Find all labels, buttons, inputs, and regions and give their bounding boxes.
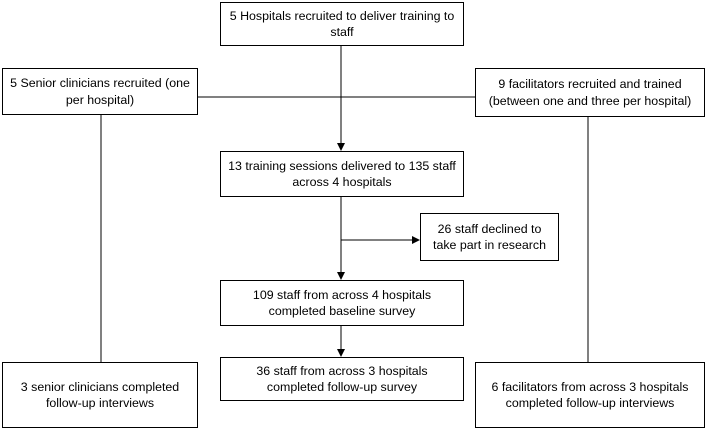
facilitator-interviews-box: 6 facilitators from across 3 hospitals c… bbox=[475, 362, 705, 428]
clinician-interviews-text: 3 senior clinicians completed follow-up … bbox=[20, 379, 180, 410]
facilitators-recruited-text: 9 facilitators recruited and trained (be… bbox=[488, 77, 692, 108]
facilitators-recruited-box: 9 facilitators recruited and trained (be… bbox=[475, 68, 705, 117]
hospitals-recruited-text: 5 Hospitals recruited to deliver trainin… bbox=[229, 8, 455, 39]
senior-clinicians-recruited-box: 5 Senior clinicians recruited (one per h… bbox=[2, 68, 198, 115]
baseline-survey-box: 109 staff from across 4 hospitals comple… bbox=[220, 280, 464, 326]
clinician-interviews-box: 3 senior clinicians completed follow-up … bbox=[2, 362, 198, 428]
training-sessions-box: 13 training sessions delivered to 135 st… bbox=[220, 151, 464, 197]
followup-survey-text: 36 staff from across 3 hospitals complet… bbox=[256, 363, 428, 394]
training-sessions-text: 13 training sessions delivered to 135 st… bbox=[228, 158, 456, 189]
baseline-survey-text: 109 staff from across 4 hospitals comple… bbox=[252, 287, 432, 318]
followup-survey-box: 36 staff from across 3 hospitals complet… bbox=[220, 357, 464, 401]
staff-declined-text: 26 staff declined to take part in resear… bbox=[433, 221, 546, 252]
hospitals-recruited-box: 5 Hospitals recruited to deliver trainin… bbox=[220, 2, 464, 46]
staff-declined-box: 26 staff declined to take part in resear… bbox=[420, 213, 559, 261]
facilitator-interviews-text: 6 facilitators from across 3 hospitals c… bbox=[491, 379, 689, 410]
senior-clinicians-recruited-text: 5 Senior clinicians recruited (one per h… bbox=[10, 76, 190, 107]
